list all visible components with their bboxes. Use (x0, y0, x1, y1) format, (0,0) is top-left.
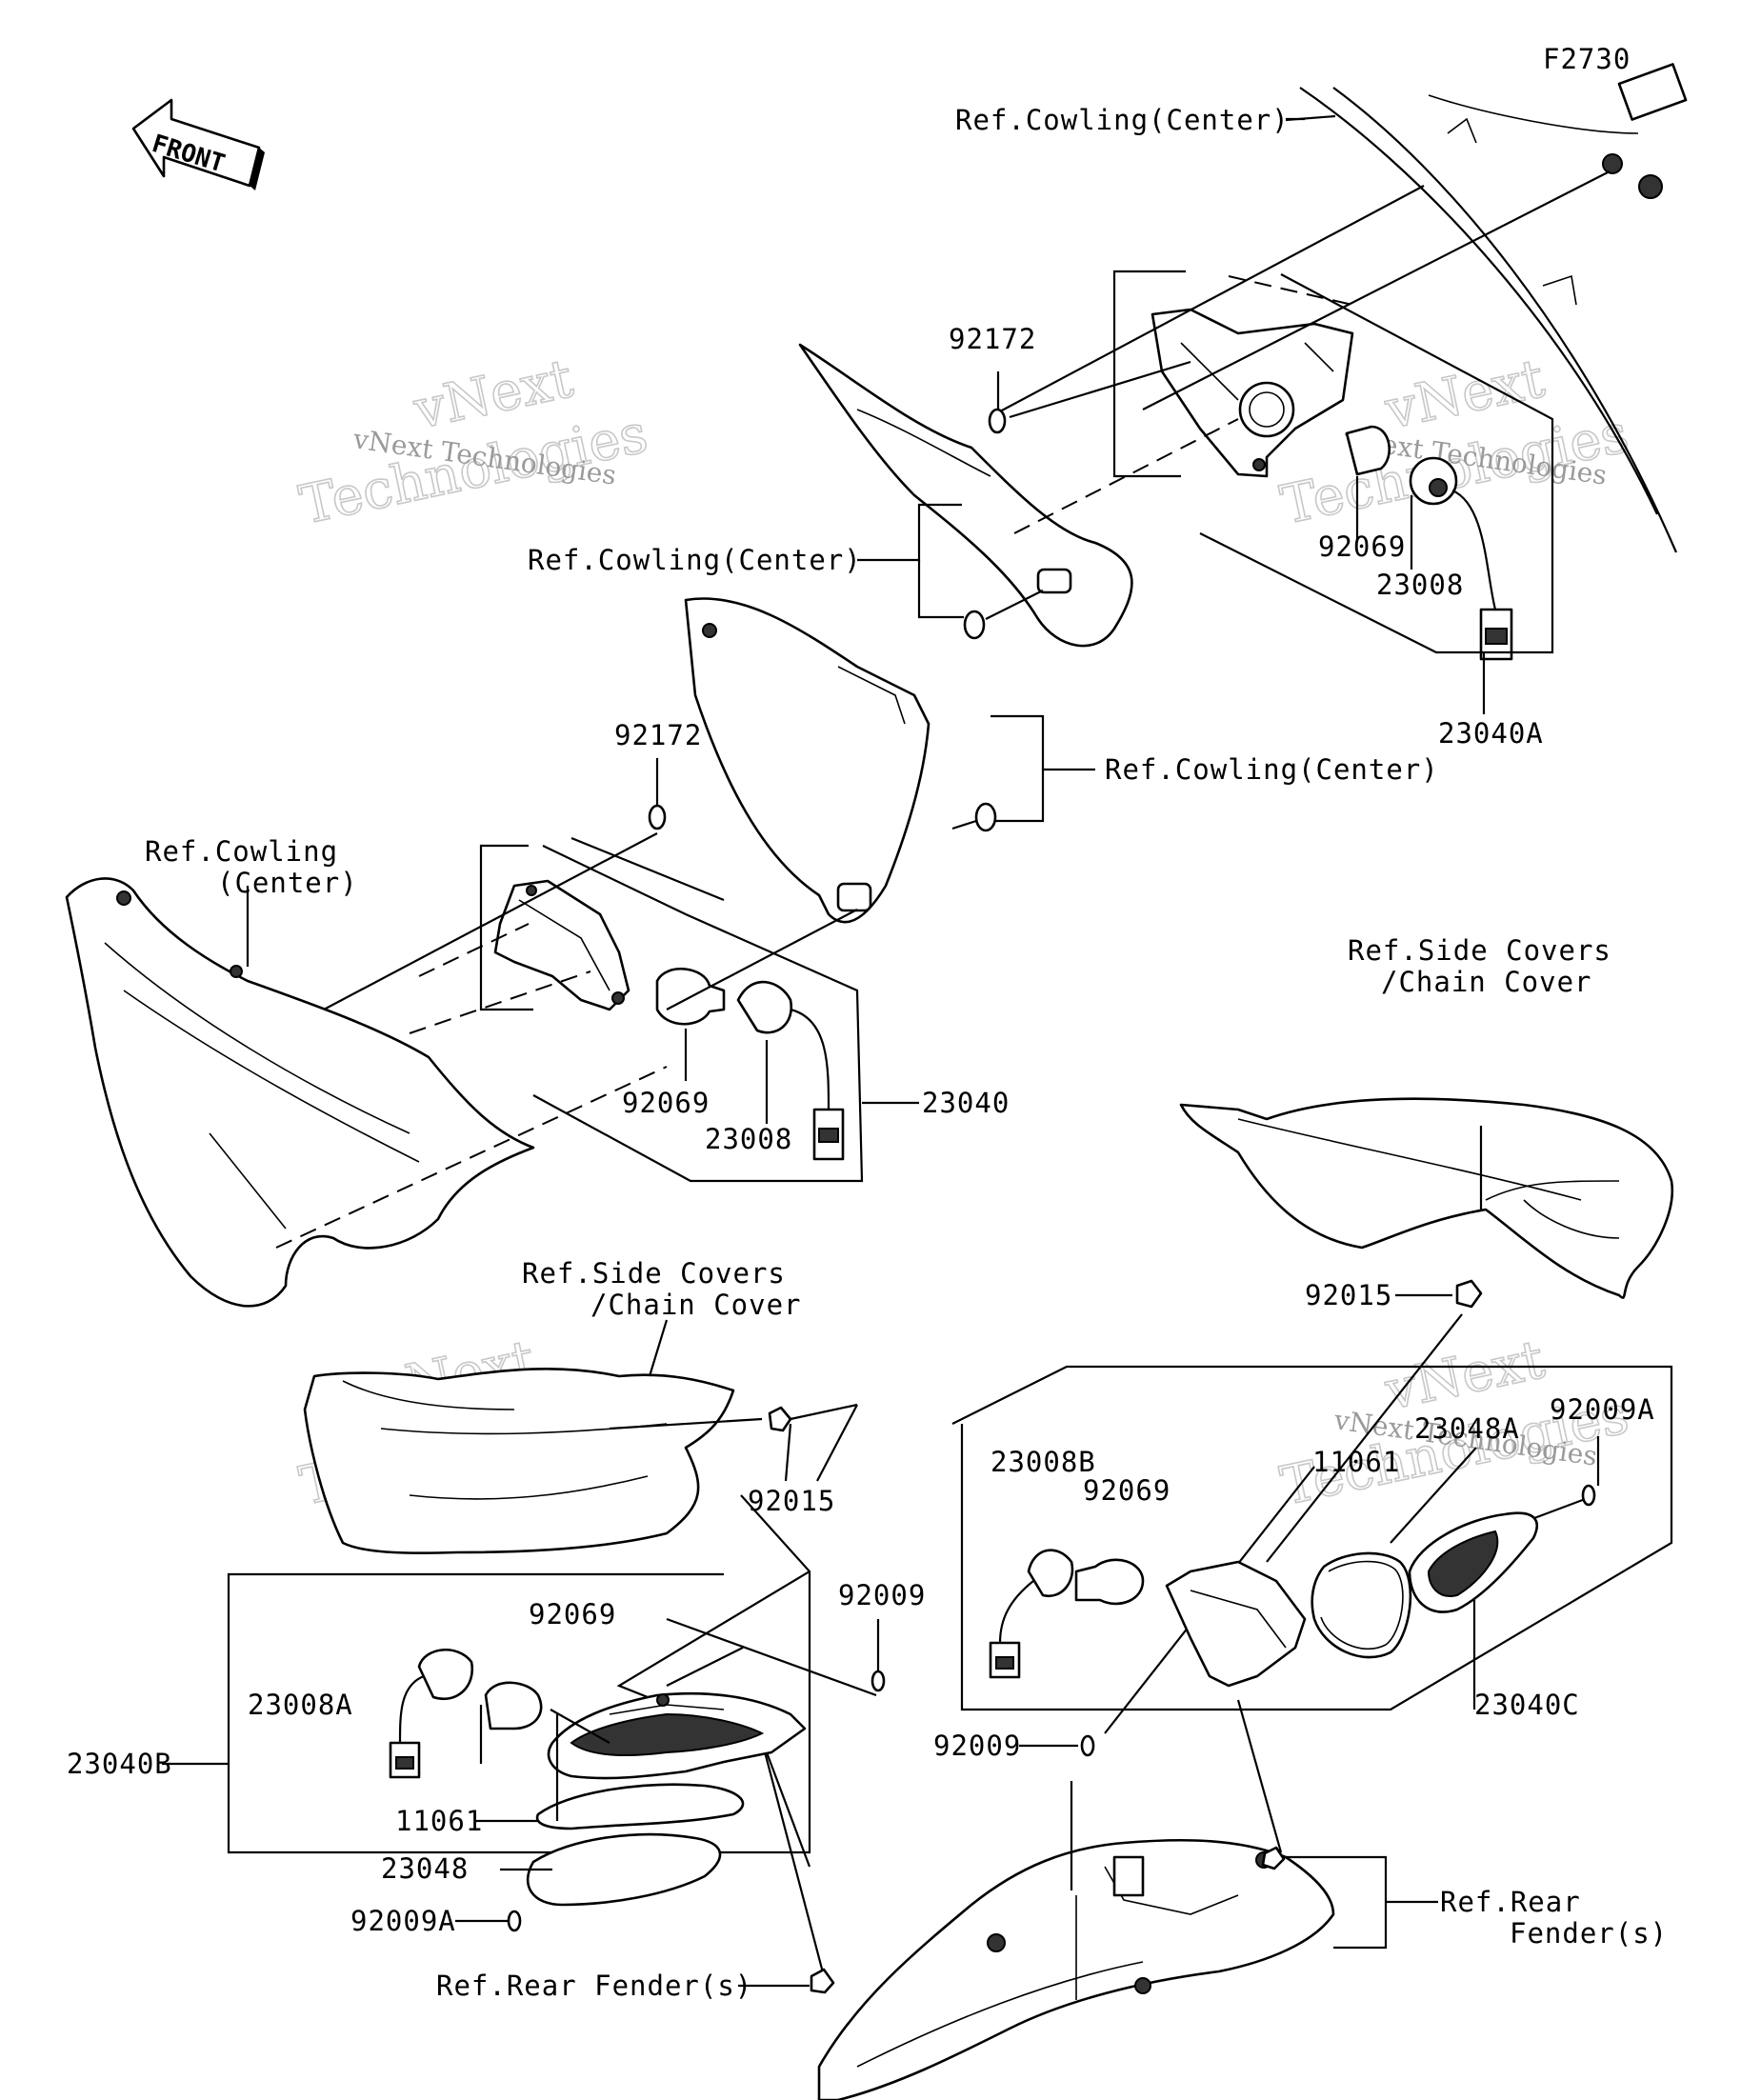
screw-92172-mid (648, 758, 667, 830)
label-23008-top: 23008 (1376, 569, 1464, 601)
label-23040C: 23040C (1474, 1689, 1580, 1721)
label-ref-cowling-center-right: Ref.Cowling(Center) (1105, 753, 1439, 786)
rear-fender (817, 1838, 1335, 2100)
side-cover-left (303, 1367, 735, 1554)
side-cover-right (1179, 1097, 1674, 1299)
label-92009-right: 92009 (933, 1730, 1021, 1762)
screw-92009-left (870, 1670, 886, 1692)
figure-code: F2730 (1543, 43, 1631, 75)
cowling-panel-upper (798, 343, 1133, 648)
socket-23008A (389, 1648, 474, 1779)
label-ref-rear-fender-right-1: Ref.Rear (1440, 1886, 1581, 1918)
gasket-11061-right (1311, 1551, 1412, 1659)
lens-23048A (1408, 1511, 1538, 1613)
bracket-23040A (999, 170, 1611, 714)
grommet-fender-left (810, 1968, 835, 1994)
socket-23008-mid (736, 980, 845, 1161)
label-ref-rear-fender-left: Ref.Rear Fender(s) (436, 1970, 752, 2002)
label-92172-top: 92172 (949, 323, 1036, 355)
label-23040B: 23040B (67, 1748, 172, 1780)
bulb-92069-left (484, 1681, 543, 1730)
label-92172-mid: 92172 (614, 719, 702, 751)
signal-lamp-23040B (547, 1691, 807, 1780)
lens-23048 (526, 1832, 722, 1907)
label-92069-top: 92069 (1318, 530, 1406, 563)
label-92009A-right: 92009A (1550, 1393, 1655, 1426)
grommet-fender-right (1261, 1846, 1286, 1870)
label-ref-cowling-center-mid: Ref.Cowling(Center) (528, 544, 862, 576)
cowling-panel-mid (684, 597, 931, 924)
label-92069-mid: 92069 (622, 1087, 710, 1119)
label-11061-left: 11061 (395, 1805, 483, 1837)
signal-lamp-23040C (1165, 1560, 1307, 1688)
label-92069-right: 92069 (1083, 1474, 1171, 1507)
socket-23008-top (1409, 456, 1513, 661)
gasket-11061-left (535, 1783, 745, 1830)
screw-cowling-top (963, 590, 1044, 640)
screw-92009A-left (507, 1910, 522, 1932)
top-cowling-drawing (1299, 63, 1688, 553)
label-ref-rear-fender-right-2: Fender(s) (1510, 1917, 1668, 1950)
label-23008B: 23008B (991, 1446, 1096, 1478)
grommet-92015-left (768, 1406, 792, 1432)
label-92015-left: 92015 (748, 1485, 835, 1517)
label-92069-left: 92069 (529, 1598, 616, 1630)
signal-lamp-23040 (493, 879, 630, 1011)
label-11061-right: 11061 (1312, 1446, 1400, 1478)
label-ref-side-covers-right-1: Ref.Side Covers (1348, 934, 1611, 967)
signal-lamp-23040A (1151, 308, 1354, 478)
cowling-side-left (65, 877, 535, 1308)
bulb-92069-top (1345, 425, 1391, 476)
front-arrow-icon: FRONT (131, 98, 265, 190)
label-92009A-left: 92009A (350, 1905, 456, 1937)
label-ref-cowling-center-top: Ref.Cowling(Center) (955, 104, 1290, 136)
label-23048A: 23048A (1414, 1412, 1520, 1445)
screw-92009-right (1080, 1734, 1095, 1757)
watermark-1: vNext Technologies vNext Technologies (294, 347, 654, 537)
label-92009-left: 92009 (838, 1579, 926, 1611)
grommet-92015-right (1455, 1279, 1483, 1309)
screw-cowling-mid (951, 802, 997, 832)
label-23040: 23040 (922, 1087, 1010, 1119)
label-23040A: 23040A (1438, 717, 1544, 750)
bracket-23040 (275, 832, 919, 1249)
bulb-92069-right (1074, 1558, 1145, 1606)
label-ref-cowling-left-2: (Center) (217, 867, 358, 899)
label-92015-right: 92015 (1305, 1279, 1392, 1311)
label-ref-side-covers-right-2: /Chain Cover (1381, 966, 1592, 998)
label-ref-side-covers-left-1: Ref.Side Covers (522, 1257, 786, 1290)
label-ref-side-covers-left-2: /Chain Cover (590, 1289, 802, 1321)
label-ref-cowling-left-1: Ref.Cowling (145, 835, 338, 868)
label-23008-mid: 23008 (705, 1123, 792, 1155)
screw-92009A-right (1581, 1484, 1596, 1507)
screw-92172-top (988, 360, 1191, 434)
label-23048: 23048 (381, 1852, 469, 1885)
label-23008A: 23008A (248, 1689, 353, 1721)
socket-23008B (989, 1549, 1074, 1679)
